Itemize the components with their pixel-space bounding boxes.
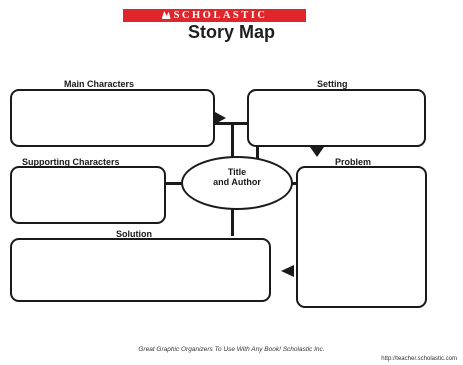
solution-label: Solution bbox=[116, 229, 152, 239]
scholastic-logo: SCHOLASTIC bbox=[123, 9, 306, 22]
solution-box[interactable] bbox=[10, 238, 271, 302]
footer-tagline: Great Graphic Organizers To Use With Any… bbox=[138, 346, 325, 353]
setting-label: Setting bbox=[317, 79, 348, 89]
setting-arrow-icon bbox=[310, 147, 324, 157]
setting-box[interactable] bbox=[247, 89, 426, 147]
page-title: Story Map bbox=[187, 22, 275, 42]
connector-right bbox=[292, 182, 298, 185]
connector-horizontal bbox=[214, 122, 257, 125]
main-characters-arrow-icon bbox=[215, 112, 226, 124]
problem-arrow-icon bbox=[281, 265, 294, 277]
problem-label: Problem bbox=[335, 157, 372, 167]
connector-setting bbox=[256, 145, 259, 159]
brand-name: SCHOLASTIC bbox=[173, 10, 268, 21]
supporting-characters-box[interactable] bbox=[10, 166, 166, 224]
main-characters-box[interactable] bbox=[10, 89, 215, 147]
supporting-characters-label: Supporting Characters bbox=[22, 157, 120, 167]
main-characters-label: Main Characters bbox=[64, 79, 135, 89]
footer-url[interactable]: http://teacher.scholastic.com bbox=[381, 356, 457, 362]
connector-left bbox=[164, 182, 182, 185]
problem-box[interactable] bbox=[296, 166, 427, 308]
title-and-author-oval[interactable]: Title and Author bbox=[181, 156, 293, 210]
title-label: Title bbox=[227, 167, 247, 177]
author-label: and Author bbox=[213, 177, 261, 187]
logo-mark-icon bbox=[161, 11, 171, 19]
